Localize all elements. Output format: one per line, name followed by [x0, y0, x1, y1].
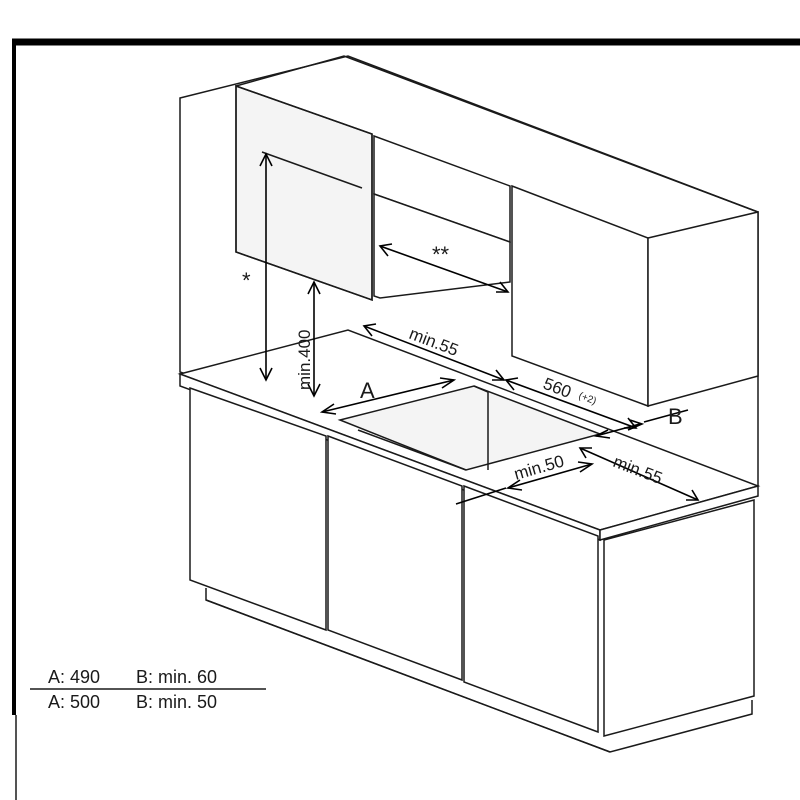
- dimension-asterisk-arrow: [259, 152, 273, 382]
- label-double-asterisk: **: [432, 242, 450, 267]
- dimension-a-arrow: [319, 377, 457, 415]
- dimension-min55-side-arrow: [578, 447, 700, 501]
- legend-row2-b: B: min. 50: [136, 692, 217, 712]
- hood-box: [373, 192, 511, 299]
- dimension-min50-arrow: [455, 461, 595, 505]
- legend-row1-a: A: 490: [48, 667, 100, 687]
- countertop-side-edge: [599, 485, 759, 541]
- dimension-min400-arrow: [307, 280, 321, 398]
- legend-row1-b: B: min. 60: [136, 667, 217, 687]
- upper-cabinet-left-front: [235, 84, 373, 302]
- hob-cutout-inner: [473, 385, 489, 470]
- legend-row2-a: A: 500: [48, 692, 100, 712]
- dimension-double-asterisk-arrow: [378, 243, 510, 293]
- label-asterisk: *: [242, 268, 251, 293]
- base-cabinet-side: [603, 499, 755, 737]
- upper-cabinet-right-side: [647, 211, 759, 407]
- dimension-b-arrow: [593, 409, 689, 439]
- dimension-min55-top-arrow: [362, 323, 506, 381]
- upper-cabinets-top: [235, 55, 759, 213]
- base-cabinet-2: [327, 434, 463, 682]
- label-min400: min.400: [295, 330, 314, 390]
- hob-cutout-front: [357, 429, 467, 471]
- upper-cabinet-left-inner: [261, 151, 363, 189]
- legend: A: 490 B: min. 60 A: 500 B: min. 50: [30, 667, 266, 712]
- base-cabinet-1: [189, 386, 327, 632]
- label-a: A: [360, 378, 375, 403]
- base-cabinet-3: [463, 484, 599, 734]
- plinth-front: [205, 599, 611, 753]
- label-b: B: [668, 404, 683, 429]
